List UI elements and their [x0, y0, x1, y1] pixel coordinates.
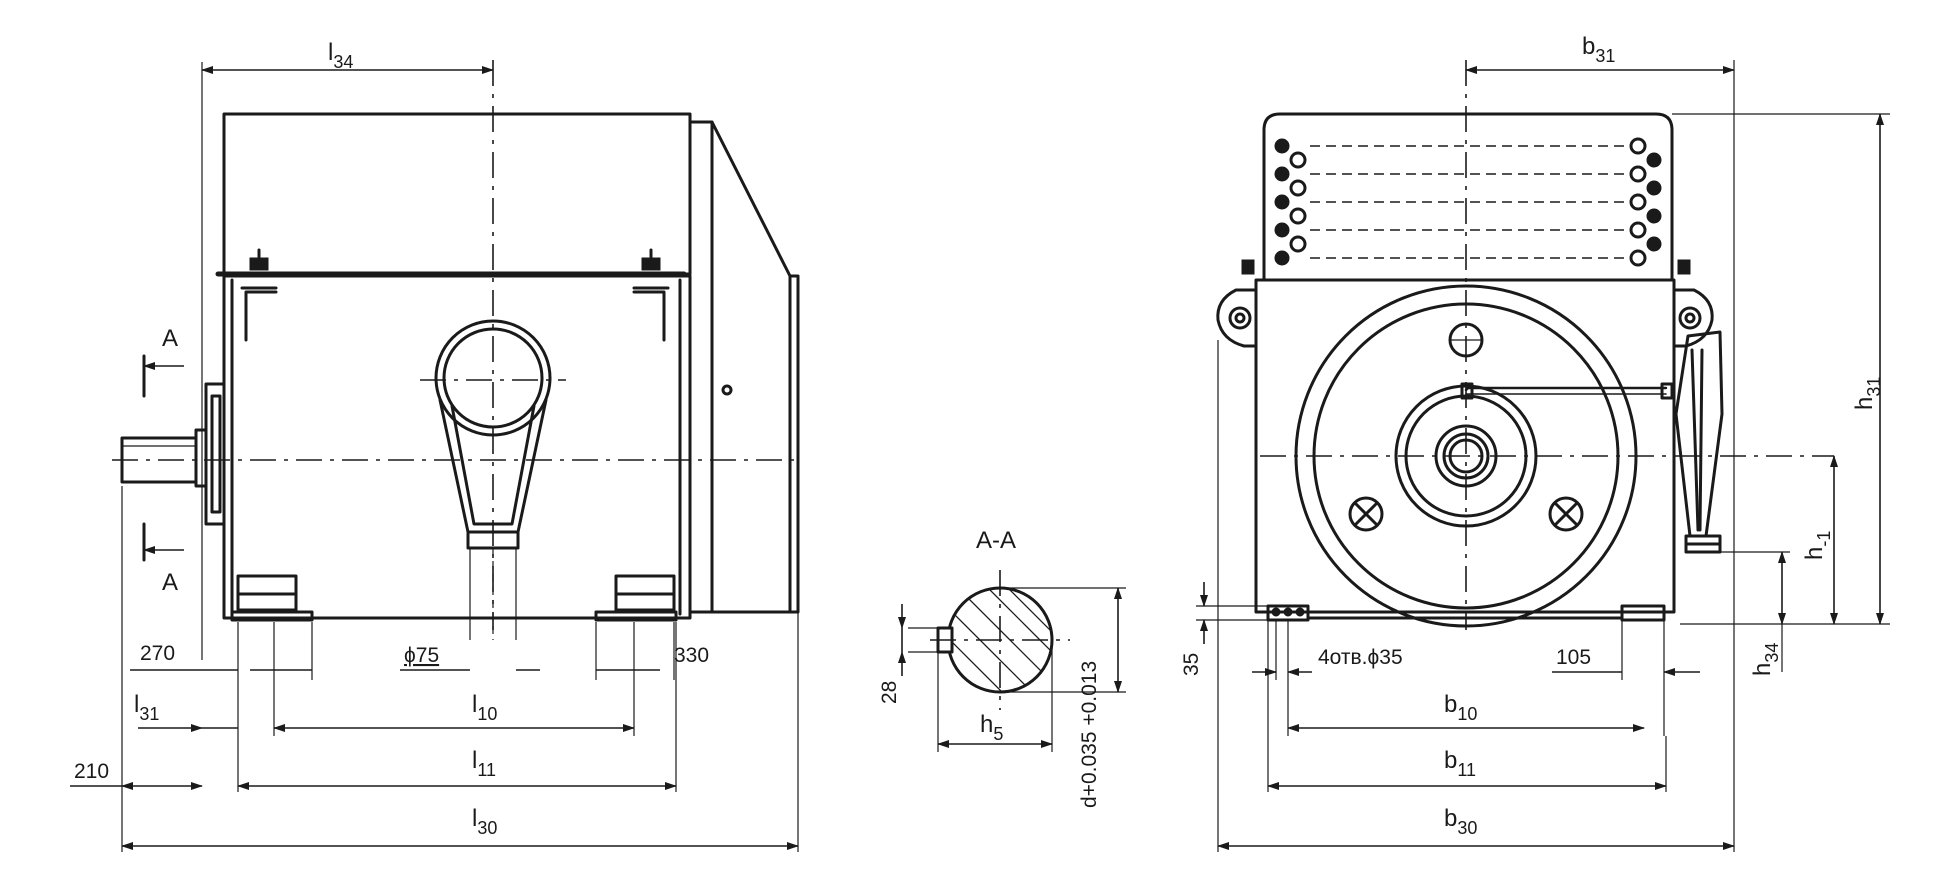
bracket-right	[632, 286, 670, 342]
svg-text:h31: h31	[1851, 377, 1884, 410]
section-mark-top: A	[162, 325, 178, 352]
section-a-a: A-A 28 h5	[878, 527, 1126, 808]
section-arrow-top: A	[142, 325, 184, 398]
top-bolt-left	[249, 248, 269, 271]
label-l11: l	[472, 747, 477, 774]
lifting-eye-left	[1216, 288, 1258, 348]
label-h5: h	[980, 711, 993, 738]
dim-phi75: ϕ75	[400, 644, 540, 671]
dim-holes: 4отв.ϕ35	[1252, 620, 1403, 680]
foot-right	[594, 574, 678, 622]
section-mark-bottom: A	[162, 569, 178, 596]
dim-h34: h34	[1720, 551, 1790, 676]
svg-text:b30: b30	[1444, 805, 1477, 838]
label-holes: 4отв.ϕ35	[1318, 646, 1403, 669]
dim-h1: h-1	[1801, 455, 1838, 625]
grease-pipe	[1464, 386, 1668, 392]
top-bolt-right	[641, 248, 661, 271]
end-foot-right	[1620, 604, 1666, 622]
end-frame	[1254, 278, 1676, 614]
svg-text:l31: l31	[134, 691, 159, 724]
label-b11: b	[1444, 747, 1457, 774]
hatching	[948, 588, 1052, 692]
dim-l10: l10	[273, 622, 635, 736]
label-270: 270	[140, 642, 175, 665]
label-35: 35	[1180, 653, 1203, 676]
label-l30: l	[472, 805, 477, 832]
shield-bolt-left	[1348, 496, 1384, 532]
svg-text:b31: b31	[1582, 33, 1615, 66]
svg-text:h5: h5	[980, 711, 1003, 744]
section-arrow-bottom: A	[142, 522, 184, 596]
svg-text:h-1: h-1	[1801, 531, 1834, 560]
svg-text:h34: h34	[1749, 643, 1782, 676]
dim-h5: h5	[937, 640, 1053, 752]
svg-text:b10: b10	[1444, 691, 1477, 724]
label-h34: h	[1749, 663, 1776, 676]
motor-body	[222, 274, 692, 620]
label-b30: b	[1444, 805, 1457, 832]
dim-105: 105	[1552, 620, 1700, 736]
dim-l11: l11	[237, 622, 677, 792]
dim-28: 28	[878, 604, 944, 704]
dim-330: 330	[595, 622, 709, 680]
dim-l30: l30	[121, 612, 799, 852]
label-210: 210	[74, 760, 109, 783]
dim-b10: b10	[1287, 680, 1645, 736]
end-foot-left	[1266, 604, 1310, 622]
label-phi75: ϕ75	[404, 644, 439, 667]
end-view: b31 h31 h-1 h34 35	[1180, 33, 1890, 852]
dim-b31: b31	[1465, 33, 1735, 852]
dim-35: 35	[1180, 582, 1268, 676]
label-330: 330	[674, 644, 709, 667]
label-l10: l	[472, 691, 477, 718]
cable-gland	[1674, 330, 1724, 554]
terminal-housing	[1262, 112, 1674, 282]
shaft-end	[120, 382, 226, 526]
label-b10: b	[1444, 691, 1457, 718]
foot-left	[230, 574, 314, 622]
label-l34: l	[328, 39, 333, 66]
dim-l31: l31	[134, 691, 238, 732]
side-view: A A l34 270 ϕ75	[70, 39, 800, 852]
label-h31: h	[1851, 397, 1878, 410]
terminal-studs-right	[1629, 137, 1662, 267]
busbars	[1310, 145, 1626, 259]
label-b31: b	[1582, 33, 1595, 60]
lifting-eye-right	[1672, 288, 1714, 348]
svg-text:l34: l34	[328, 39, 353, 72]
dim-l34: l34	[201, 39, 494, 660]
terminal-studs-left	[1274, 138, 1307, 266]
label-105: 105	[1556, 646, 1591, 669]
dim-d: d+0.035 +0.013	[1000, 587, 1126, 808]
upper-housing	[222, 112, 692, 276]
label-l31: l	[134, 691, 139, 718]
dim-270: 270	[130, 622, 313, 680]
bracket-left	[240, 286, 278, 342]
shield-bolt-right	[1548, 496, 1584, 532]
label-28: 28	[878, 681, 901, 704]
svg-text:l10: l10	[472, 691, 497, 724]
svg-text:b11: b11	[1444, 747, 1476, 780]
fan-cowl	[688, 120, 792, 614]
cowl-screw	[721, 384, 733, 396]
dim-b11: b11	[1267, 620, 1667, 792]
svg-text:l30: l30	[472, 805, 497, 838]
label-h1: h	[1801, 547, 1828, 560]
dim-210: 210	[70, 486, 203, 852]
svg-text:l11: l11	[472, 747, 496, 780]
label-d-tolerance: d+0.035 +0.013	[1078, 661, 1101, 808]
section-title: A-A	[976, 527, 1016, 554]
dim-h31: h31	[1672, 113, 1890, 625]
dim-b30: b30	[1217, 340, 1735, 852]
